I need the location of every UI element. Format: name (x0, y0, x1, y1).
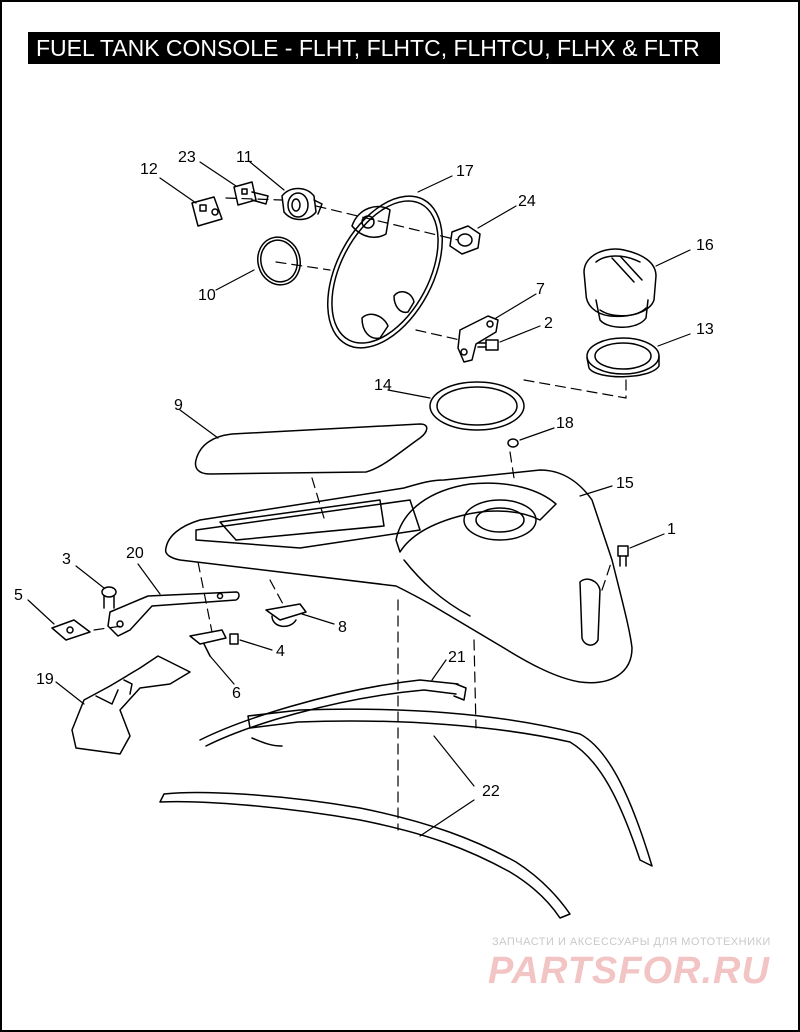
title-bar: FUEL TANK CONSOLE - FLHT, FLHTC, FLHTCU,… (28, 32, 720, 64)
part-20-strap (107, 591, 240, 637)
callout-17: 17 (456, 163, 474, 180)
watermark-tagline: ЗАПЧАСТИ И АКСЕССУАРЫ ДЛЯ МОТОТЕХНИКИ (492, 936, 771, 948)
part-6-clip (189, 629, 227, 657)
part-21-hose (199, 679, 467, 747)
callout-16: 16 (696, 237, 714, 254)
callout-20: 20 (126, 545, 144, 562)
part-15-console (164, 469, 633, 684)
callout-7: 7 (536, 281, 545, 298)
part-8-clip (265, 603, 307, 628)
part-9-pad (194, 423, 428, 475)
part-22-trim-upper (247, 708, 653, 867)
part-19-mount (71, 655, 191, 755)
callout-9: 9 (174, 397, 183, 414)
part-10-o-ring (257, 236, 301, 286)
part-1-screw (617, 545, 629, 567)
callout-19: 19 (36, 671, 54, 688)
part-23-bracket (233, 181, 269, 206)
callout-23: 23 (178, 149, 196, 166)
callout-18: 18 (556, 415, 574, 432)
callout-24: 24 (518, 193, 536, 210)
callout-labels: 1 2 3 4 5 6 7 8 9 10 11 12 13 14 15 16 1… (14, 149, 714, 800)
callout-14: 14 (374, 377, 392, 394)
diagram-title: FUEL TANK CONSOLE - FLHT, FLHTC, FLHTCU,… (36, 35, 700, 61)
callout-11: 11 (236, 149, 253, 166)
callout-13: 13 (696, 321, 714, 338)
part-17-console-door (326, 195, 444, 349)
leader-lines (27, 161, 691, 837)
part-13-gasket (586, 337, 660, 378)
part-18-bumper (507, 438, 519, 448)
part-2-screw (477, 339, 499, 351)
callout-22: 22 (482, 783, 500, 800)
callout-2: 2 (544, 315, 553, 332)
part-12-plate (191, 196, 223, 227)
callout-15: 15 (616, 475, 634, 492)
part-24-hex-nut (449, 225, 481, 255)
part-5-clip (51, 619, 91, 641)
callout-21: 21 (448, 649, 466, 666)
callout-12: 12 (140, 161, 158, 178)
part-14-ring (429, 381, 525, 431)
part-22-trim-lower (159, 791, 571, 919)
callout-6: 6 (232, 685, 241, 702)
callout-1: 1 (667, 521, 676, 538)
alignment-lines (93, 197, 627, 831)
callout-5: 5 (14, 587, 23, 604)
part-3-bolt (101, 586, 117, 609)
part-16-fuel-cap (583, 248, 657, 328)
callout-8: 8 (338, 619, 347, 636)
callout-4: 4 (276, 643, 285, 660)
part-4-screw (229, 633, 239, 645)
watermark-logo: PARTSFOR.RU (488, 950, 770, 992)
part-11-lock-cylinder (281, 187, 323, 221)
callout-10: 10 (198, 287, 216, 304)
callout-3: 3 (62, 551, 71, 568)
part-7-bracket (457, 315, 499, 363)
